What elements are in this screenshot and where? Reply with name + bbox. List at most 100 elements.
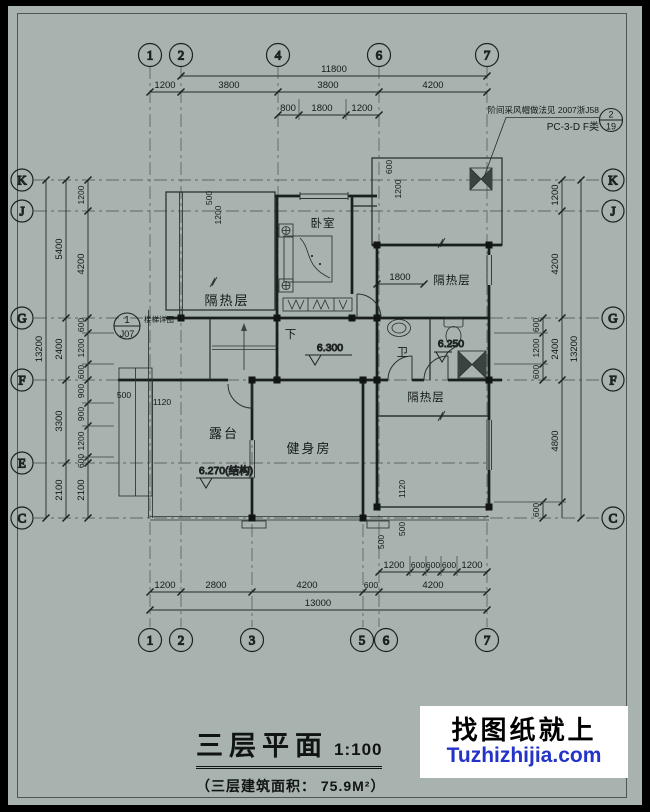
dim-left-mid-2: 2400 xyxy=(54,338,65,359)
dim-left-in-3: 600 xyxy=(76,318,86,332)
axis-right-J: J xyxy=(610,204,615,219)
axis-right-F: F xyxy=(609,373,616,388)
dim-stair-len: 1120 xyxy=(153,397,172,407)
structural-columns xyxy=(177,241,493,522)
dim-top-total: 11800 xyxy=(321,64,347,75)
dim-top-sub-2: 1800 xyxy=(311,103,332,114)
axis-top-4: 4 xyxy=(275,48,282,63)
drawing-scale: 1:100 xyxy=(334,740,383,759)
dim-left-mid-3: 3300 xyxy=(54,410,65,431)
dim-left-in-8: 1200 xyxy=(76,431,86,450)
dim-bot-main-2: 2800 xyxy=(205,580,226,591)
dim-left-total: 13200 xyxy=(34,336,45,362)
dim-bot-sub-5: 1200 xyxy=(461,560,482,571)
room-bedroom: 卧室 xyxy=(311,216,336,230)
room-bath: 卫 xyxy=(397,347,410,359)
axis-left-E: E xyxy=(18,456,26,471)
axis-bottom-7: 7 xyxy=(484,633,491,648)
dim-bot-sub-3: 600 xyxy=(426,560,440,570)
dim-wall-gap: 500 xyxy=(376,535,386,549)
axis-bottom-1: 1 xyxy=(147,633,154,648)
dim-top-sub-3: 1200 xyxy=(351,103,372,114)
dim-left-in-9: 600 xyxy=(76,454,86,468)
dim-tl-b: 1200 xyxy=(213,205,223,224)
dim-bot-main-4: 600 xyxy=(364,580,378,590)
vent-note-line2: PC-3-D F类 xyxy=(547,120,599,133)
watermark-badge[interactable]: 找图纸就上 Tuzhizhijia.com xyxy=(420,706,628,778)
dimensions-bottom: 1200 600 600 600 1200 1200 2800 4200 600… xyxy=(145,556,492,615)
axis-left-C: C xyxy=(18,511,27,526)
sink xyxy=(387,319,411,337)
outdoor-staircase xyxy=(118,367,153,497)
dim-bot-main-3: 4200 xyxy=(296,580,317,591)
dim-top-main-4: 4200 xyxy=(422,80,443,91)
duct-shaft-top xyxy=(469,167,493,191)
axis-left-K: K xyxy=(17,173,27,188)
stair-detail-callout: 1 J07 楼梯详图 xyxy=(113,312,174,340)
inner-border-frame xyxy=(17,13,627,798)
level-terrace: 6.270(结构) xyxy=(199,464,253,477)
axis-right-G: G xyxy=(608,311,617,326)
dim-br-b: 500 xyxy=(397,522,407,536)
dim-tr-b: 1200 xyxy=(393,179,403,198)
axis-top-2: 2 xyxy=(178,48,185,63)
bed xyxy=(283,235,333,283)
axis-left-F: F xyxy=(18,373,25,388)
level-bath: 6.250 xyxy=(438,338,464,350)
dim-bot-total: 13000 xyxy=(305,598,331,609)
vent-note-line1: 阶间采风帽做法见 2007浙J58 xyxy=(488,105,600,115)
break-mark-tl xyxy=(209,276,218,288)
room-insulation-br: 隔热层 xyxy=(407,391,445,404)
wardrobe xyxy=(282,297,353,312)
axis-bottom-3: 3 xyxy=(249,633,256,648)
vent-circle-bottom: 19 xyxy=(606,122,616,132)
dimensions-top: 11800 1200 3800 3800 4200 800 1800 1200 xyxy=(145,64,492,120)
duct-shaft-bath xyxy=(457,350,487,379)
dim-left-in-6: 900 xyxy=(76,384,86,398)
dim-bot-sub-4: 600 xyxy=(442,560,456,570)
axis-bottom-5: 5 xyxy=(359,633,366,648)
dim-right-mid-3: 2400 xyxy=(550,338,561,359)
vent-circle-top: 2 xyxy=(608,110,613,120)
floor-drain-boxes xyxy=(278,223,294,293)
dim-bot-sub-2: 600 xyxy=(411,560,425,570)
dim-left-in-10: 2100 xyxy=(76,479,87,500)
stair-down-label: 下 xyxy=(285,329,298,341)
axis-bottom-6: 6 xyxy=(383,633,390,648)
axis-bubbles-top: 1 2 4 6 7 xyxy=(137,42,500,68)
central-staircase xyxy=(212,323,276,370)
axis-bottom-2: 2 xyxy=(178,633,185,648)
dim-left-in-4: 1200 xyxy=(76,338,86,357)
dimensions-right: 600 1200 600 600 1200 4200 2400 4800 132… xyxy=(494,175,586,523)
dim-tr-a: 600 xyxy=(384,160,394,174)
axis-top-7: 7 xyxy=(484,48,491,63)
room-gym: 健身房 xyxy=(286,441,331,456)
dim-left-in-7: 900 xyxy=(76,407,86,421)
axis-left-J: J xyxy=(19,204,24,219)
axis-bubbles-right: K J G F C xyxy=(601,168,625,530)
toilet xyxy=(443,317,464,346)
dim-right-in-3: 600 xyxy=(531,365,541,379)
dim-left-in-5: 600 xyxy=(76,365,86,379)
dim-left-in-2: 4200 xyxy=(76,253,87,274)
dim-stair-width: 500 xyxy=(117,390,131,400)
dimensions-left: 13200 5400 2400 3300 2100 1200 4200 600 … xyxy=(34,175,114,523)
room-insulation-right: 隔热层 xyxy=(433,274,471,287)
dim-bot-sub-1: 1200 xyxy=(383,560,404,571)
axis-top-1: 1 xyxy=(147,48,154,63)
dim-right-total: 13200 xyxy=(569,336,580,362)
room-terrace: 露台 xyxy=(209,426,239,441)
room-insulation-tl: 隔热层 xyxy=(204,293,249,308)
drawing-title: 三层平面 xyxy=(196,731,328,761)
axis-bubbles-bottom: 1 2 3 5 6 7 xyxy=(137,627,500,653)
stair-circle-top: 1 xyxy=(124,315,130,326)
dim-top-main-3: 3800 xyxy=(317,80,338,91)
watermark-site-url[interactable]: Tuzhizhijia.com xyxy=(446,744,602,768)
doors xyxy=(227,293,449,409)
vent-callout: 阶间采风帽做法见 2007浙J58 PC-3-D F类 2 19 xyxy=(483,105,624,178)
dim-right-mid-2: 4200 xyxy=(550,253,561,274)
dim-tl-a: 500 xyxy=(204,191,214,205)
